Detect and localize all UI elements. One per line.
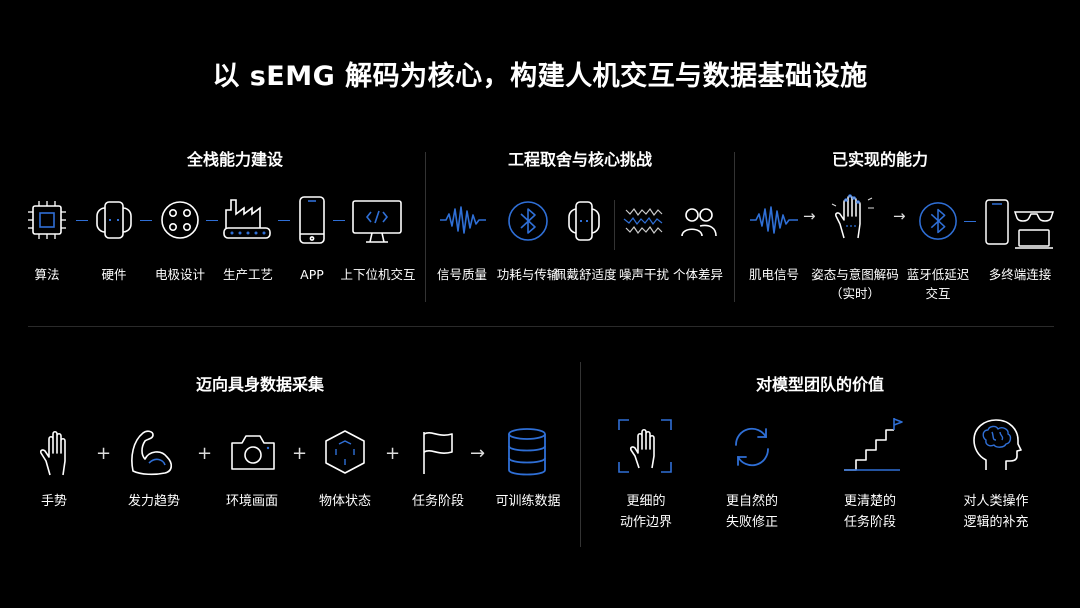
- page-title: 以 sEMG 解码为核心，构建人机交互与数据基础设施: [212, 61, 868, 92]
- label-individual-difference: 个体差异: [672, 267, 723, 282]
- connector-dash: [964, 221, 976, 222]
- framed-hand-icon: [617, 418, 673, 478]
- plus-operator: +: [292, 443, 308, 464]
- label-power-transmission: 功耗与传输: [496, 267, 560, 282]
- label-object-state: 物体状态: [318, 494, 371, 509]
- label-value-3-line2: 任务阶段: [843, 515, 896, 530]
- flexed-arm-icon: [127, 427, 181, 481]
- hand-decoding-icon: [828, 194, 878, 246]
- label-pose-intent-decoding: 姿态与意图解码: [811, 267, 899, 282]
- section-title-fullstack: 全栈能力建设: [186, 150, 283, 169]
- divider: [734, 152, 735, 302]
- label-value-1-line1: 更细的: [626, 494, 666, 509]
- label-force-trend: 发力趋势: [127, 494, 180, 509]
- head-brain-icon: [972, 418, 1022, 476]
- label-value-4-line1: 对人类操作: [963, 494, 1029, 509]
- label-host-interaction: 上下位机交互: [340, 267, 416, 282]
- label-bluetooth-low-latency: 蓝牙低延迟: [906, 267, 970, 282]
- label-signal-quality: 信号质量: [436, 267, 487, 282]
- object-cube-icon: [324, 429, 366, 479]
- label-algorithm: 算法: [34, 267, 60, 282]
- wristband-icon: [96, 200, 132, 244]
- label-manufacturing: 生产工艺: [222, 267, 273, 282]
- label-value-2-line2: 失败修正: [725, 515, 778, 530]
- section-title-value: 对模型团队的价值: [755, 375, 884, 394]
- connector-dash: [333, 220, 345, 221]
- connector-dash: [140, 220, 152, 221]
- chip-icon: [27, 200, 67, 244]
- label-value-2-line1: 更自然的: [725, 494, 778, 509]
- section-title-achieved: 已实现的能力: [831, 150, 928, 169]
- section-title-tradeoffs: 工程取舍与核心挑战: [507, 150, 652, 169]
- label-realtime: （实时）: [829, 286, 880, 301]
- section-title-embodied: 迈向具身数据采集: [195, 375, 324, 394]
- connector-dash: [206, 220, 218, 221]
- database-icon: [507, 427, 547, 481]
- arrow-icon: →: [893, 207, 906, 225]
- bluetooth-icon: [917, 200, 959, 246]
- label-noise: 噪声干扰: [618, 267, 669, 282]
- label-hardware: 硬件: [101, 267, 127, 282]
- label-task-stage: 任务阶段: [411, 494, 464, 509]
- label-multi-terminal: 多终端连接: [988, 267, 1052, 282]
- label-app: APP: [300, 267, 324, 282]
- label-value-3-line1: 更清楚的: [843, 494, 896, 509]
- label-emg-signal: 肌电信号: [748, 267, 799, 282]
- arrow-operator: →: [470, 443, 486, 464]
- connector-dash: [76, 220, 88, 221]
- flag-icon: [420, 430, 456, 480]
- label-interaction: 交互: [925, 286, 951, 301]
- wristband-icon: [568, 200, 600, 246]
- label-wearing-comfort: 佩戴舒适度: [554, 267, 617, 282]
- divider: [580, 362, 581, 547]
- emg-wave-icon: [750, 205, 798, 239]
- people-icon: [681, 206, 717, 242]
- multi-device-icon: [985, 198, 1057, 254]
- phone-icon: [299, 196, 325, 248]
- divider: [28, 326, 1054, 327]
- plus-operator: +: [197, 443, 213, 464]
- plus-operator: +: [96, 443, 112, 464]
- monitor-code-icon: [352, 200, 402, 248]
- bluetooth-icon: [506, 199, 550, 247]
- stairs-flag-icon: [842, 418, 903, 476]
- divider: [614, 200, 615, 250]
- arrow-icon: →: [803, 207, 816, 225]
- electrode-icon: [160, 200, 200, 244]
- label-environment: 环境画面: [225, 494, 278, 509]
- noise-icon: [623, 206, 664, 240]
- hand-icon: [38, 429, 76, 481]
- divider: [425, 152, 426, 302]
- refresh-cycle-icon: [728, 423, 776, 475]
- camera-icon: [230, 433, 276, 475]
- plus-operator: +: [385, 443, 401, 464]
- signal-wave-icon: [440, 205, 486, 239]
- factory-icon: [222, 198, 274, 246]
- label-value-1-line2: 动作边界: [619, 515, 672, 530]
- label-value-4-line2: 逻辑的补充: [963, 515, 1029, 530]
- label-electrode-design: 电极设计: [154, 267, 205, 282]
- label-trainable-data: 可训练数据: [495, 494, 561, 509]
- label-gesture: 手势: [40, 494, 67, 509]
- connector-dash: [278, 220, 290, 221]
